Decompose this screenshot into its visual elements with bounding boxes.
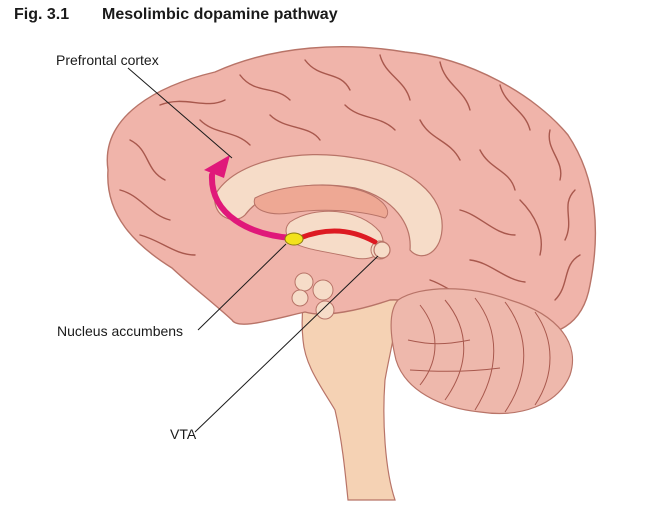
figure-header: Fig. 3.1 Mesolimbic dopamine pathway bbox=[14, 6, 338, 24]
nucleus-accumbens-marker bbox=[284, 232, 304, 246]
vta-marker bbox=[373, 241, 391, 259]
figure-title: Mesolimbic dopamine pathway bbox=[102, 6, 338, 23]
mesocortical-projection-arrow bbox=[208, 172, 295, 241]
leader-lines bbox=[127, 67, 379, 433]
corpus-callosum bbox=[214, 154, 443, 257]
figure-number: Fig. 3.1 bbox=[14, 6, 70, 23]
gyri-lines bbox=[119, 54, 581, 301]
label-prefrontal-cortex: Prefrontal cortex bbox=[56, 52, 159, 68]
label-vta: VTA bbox=[170, 426, 197, 442]
cerebellum bbox=[390, 288, 574, 415]
ventricle bbox=[253, 184, 389, 219]
label-nucleus-accumbens: Nucleus accumbens bbox=[57, 323, 184, 339]
arrow-head bbox=[204, 155, 230, 178]
mesolimbic-pathway bbox=[297, 228, 378, 245]
